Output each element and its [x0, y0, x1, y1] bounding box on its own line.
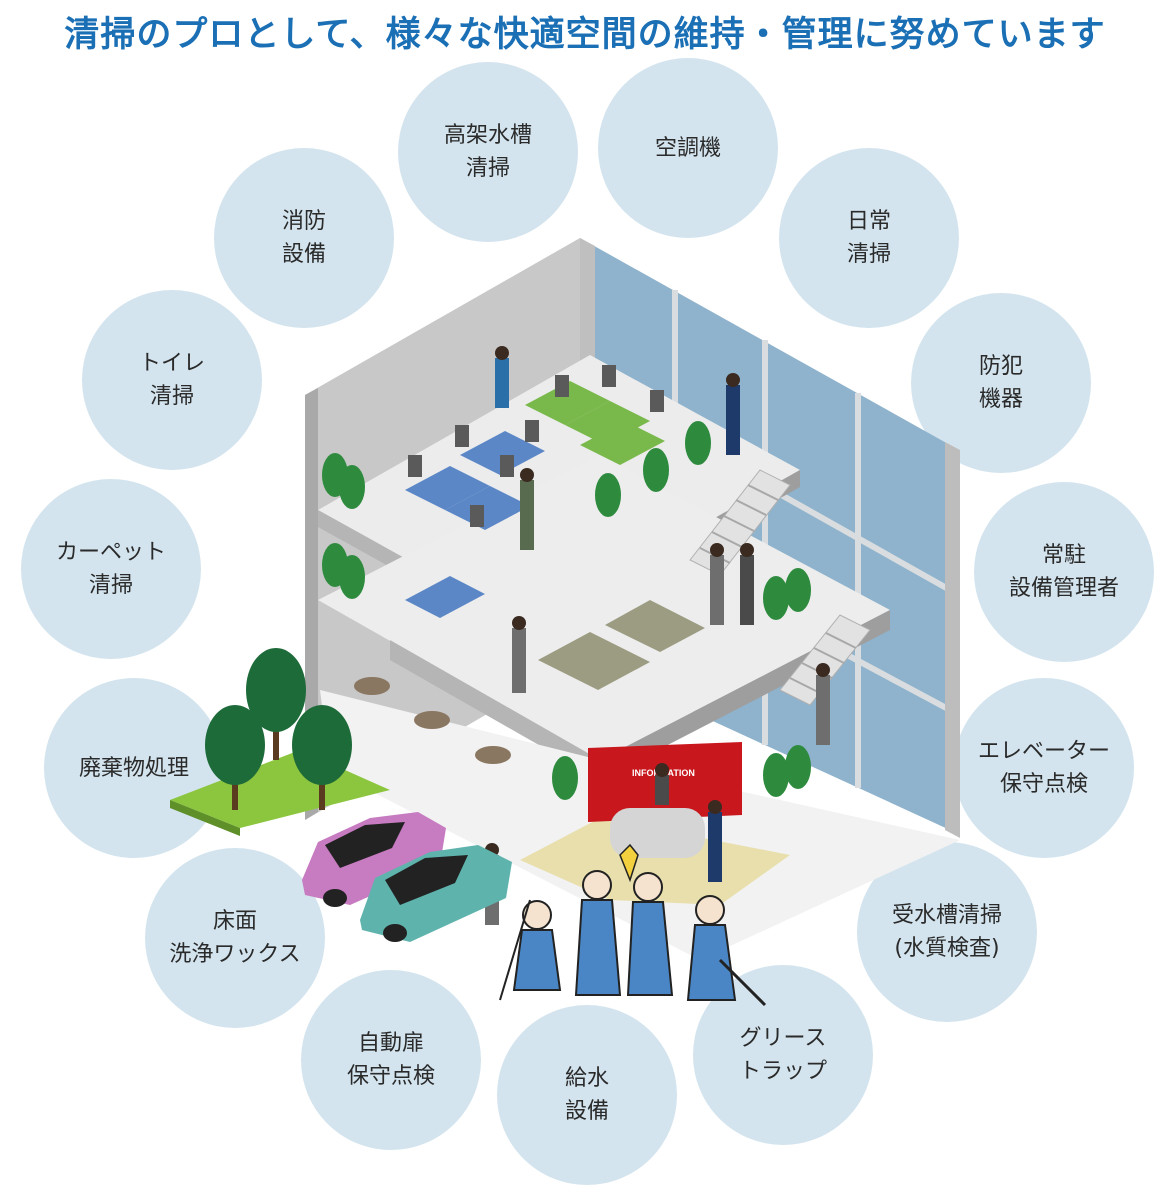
bubble-fire-equipment: 消防 設備	[214, 148, 394, 328]
cleaning-staff	[499, 843, 767, 1007]
reception-counter	[610, 808, 705, 858]
right-wall-edge	[945, 442, 960, 838]
middle-floor	[318, 455, 890, 760]
tables-middle	[405, 576, 705, 690]
bubble-toilet: トイレ 清掃	[82, 290, 262, 470]
car-pink	[302, 812, 446, 907]
middle-floor-edge	[390, 640, 600, 780]
bubble-floor-wax: 床面 洗浄ワックス	[145, 848, 325, 1028]
bubble-security-equipment: 防犯 機器	[911, 293, 1091, 473]
cafe-tables	[354, 677, 511, 764]
bubble-daily-cleaning: 日常 清掃	[779, 148, 959, 328]
chairs-upper	[408, 365, 664, 527]
page-title: 清掃のプロとして、様々な快適空間の維持・管理に努めています	[64, 15, 1106, 55]
car-teal	[360, 845, 512, 942]
potted-plants	[322, 421, 811, 800]
bubble-carpet: カーペット 清掃	[21, 479, 201, 659]
bubble-elevator: エレベーター 保守点検	[954, 678, 1134, 858]
lawn-edge	[170, 800, 240, 836]
bubble-water-supply: 給水 設備	[497, 1005, 677, 1185]
bubble-auto-door: 自動扉 保守点検	[301, 970, 481, 1150]
desks-upper	[405, 381, 665, 530]
bubble-waste: 廃棄物処理	[44, 678, 224, 858]
trees	[205, 648, 352, 810]
bubble-air-conditioner: 空調機	[598, 58, 778, 238]
bubble-resident-manager: 常駐 設備管理者	[974, 482, 1154, 662]
bubble-water-tank-elevated: 高架水槽 清掃	[398, 62, 578, 242]
